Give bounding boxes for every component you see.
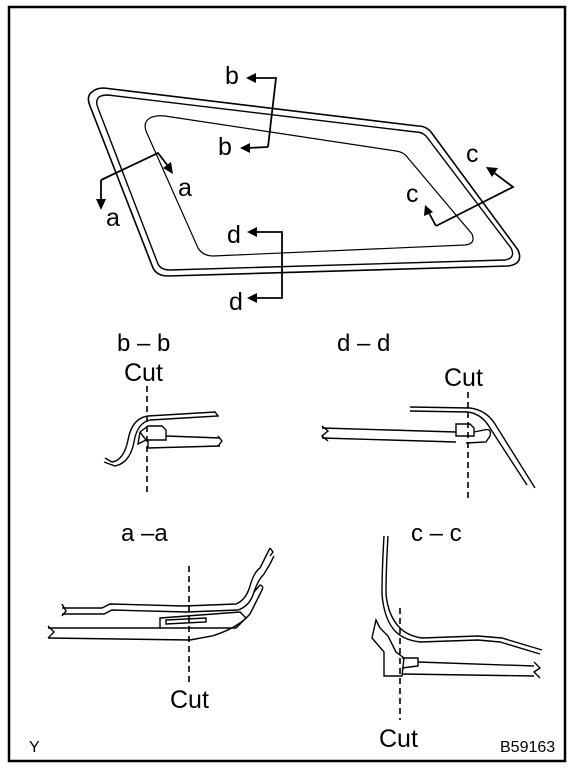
section-a-arrowheads: [96, 162, 173, 210]
section-b-label-top: b: [225, 62, 239, 90]
section-b-label-bottom: b: [218, 133, 232, 161]
section-d-label-top: d: [227, 221, 241, 249]
figure-code: B59163: [500, 739, 555, 756]
section-b-markers: [247, 77, 278, 149]
section-a-label-right: a: [178, 174, 192, 202]
section-d-markers: [256, 231, 283, 299]
section-d-label-bottom: d: [229, 288, 243, 316]
section-a-markers: [100, 151, 169, 200]
section-a-label-left: a: [106, 204, 120, 232]
section-cc-title: c – c: [411, 520, 462, 547]
section-c-arrowheads: [424, 167, 498, 216]
section-cc-drawing: [371, 535, 543, 720]
window-glass-outline: [87, 87, 521, 277]
corner-label-left: Y: [29, 739, 40, 756]
section-bb-drawing: [103, 386, 223, 493]
section-b-arrowheads: [240, 73, 256, 153]
section-c-markers: [428, 171, 515, 227]
section-d-arrowheads: [247, 227, 257, 303]
section-cc-cut-label: Cut: [379, 725, 418, 753]
section-dd-title: d – d: [337, 330, 390, 357]
section-bb-cut-label: Cut: [124, 359, 163, 387]
section-aa-cut-label: Cut: [170, 686, 209, 714]
section-aa-title: a –a: [121, 520, 168, 547]
section-aa-drawing: [47, 547, 275, 686]
section-dd-cut-label: Cut: [444, 364, 483, 392]
diagram-border: [7, 5, 567, 763]
section-c-label-bottom: c: [406, 180, 419, 208]
section-bb-title: b – b: [117, 330, 170, 357]
section-dd-drawing: [320, 392, 536, 500]
section-c-label-top: c: [466, 140, 479, 168]
